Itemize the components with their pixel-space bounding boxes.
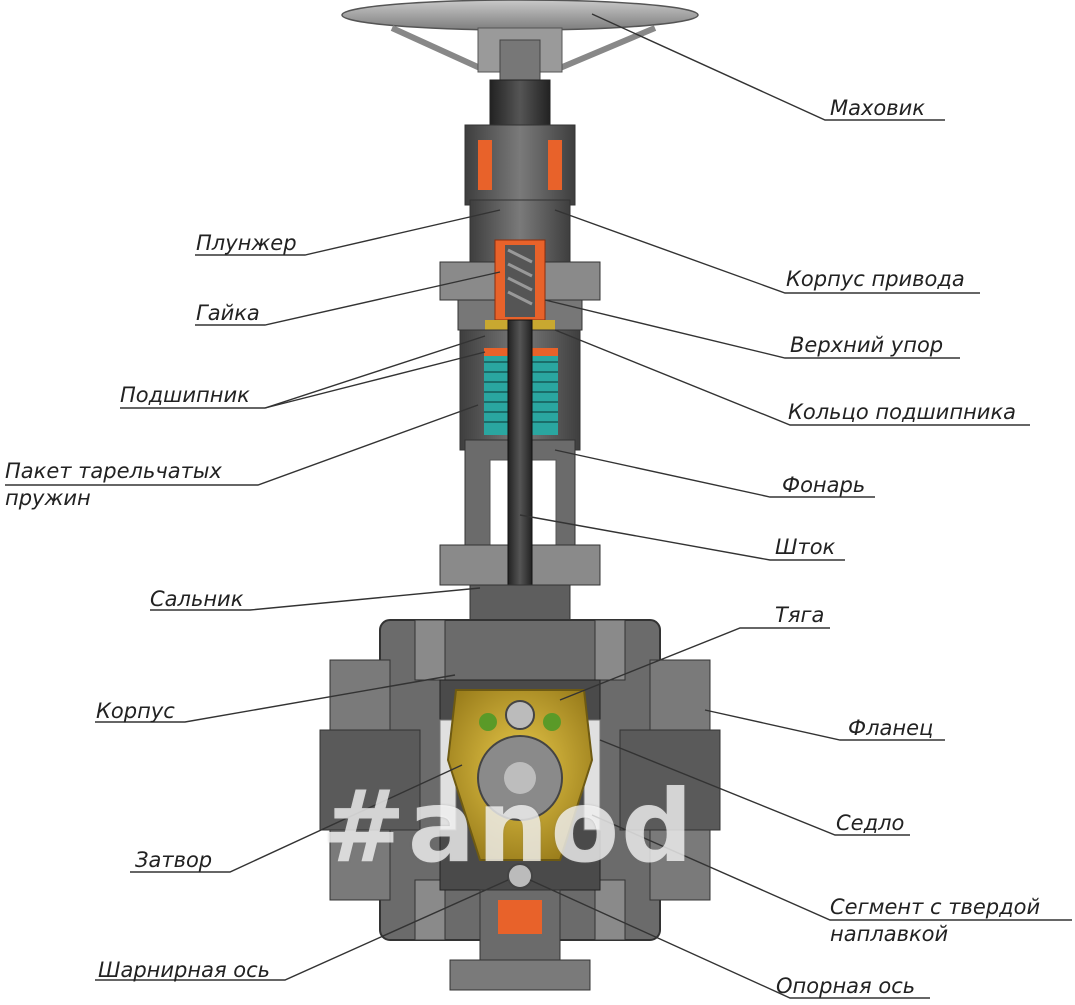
label-spring-pack-line1: Пакет тарельчатых [5,459,222,483]
handwheel-part [341,0,699,81]
label-support-axis: Опорная ось [776,974,916,998]
label-upper-stop: Верхний упор [790,333,944,357]
closure-part [446,689,594,889]
label-seat: Седло [836,811,905,835]
bottom-support-part [449,889,591,991]
label-closure: Затвор [135,848,213,872]
label-segment-line2: наплавкой [830,922,949,946]
label-bearing: Подшипник [120,383,250,407]
label-bearing-ring: Кольцо подшипника [788,400,1016,424]
label-body: Корпус [96,699,175,723]
actuator-housing-part [439,79,601,331]
label-lantern: Фонарь [782,473,866,497]
label-stem: Шток [775,535,836,559]
label-handwheel: Маховик [830,96,925,120]
label-gland: Сальник [150,587,244,611]
watermark-text: #anod [322,768,695,885]
label-spring-pack-line2: пружин [5,486,91,510]
label-segment-line1: Сегмент с твердой [830,895,1041,919]
label-nut: Гайка [196,301,260,325]
leader-lines [5,13,1072,999]
label-actuator-body: Корпус привода [786,267,965,291]
label-hinge-axis: Шарнирная ось [98,958,271,982]
label-rod: Тяга [775,603,825,627]
label-flange: Фланец [848,716,934,740]
label-plunger: Плунжер [196,231,297,255]
